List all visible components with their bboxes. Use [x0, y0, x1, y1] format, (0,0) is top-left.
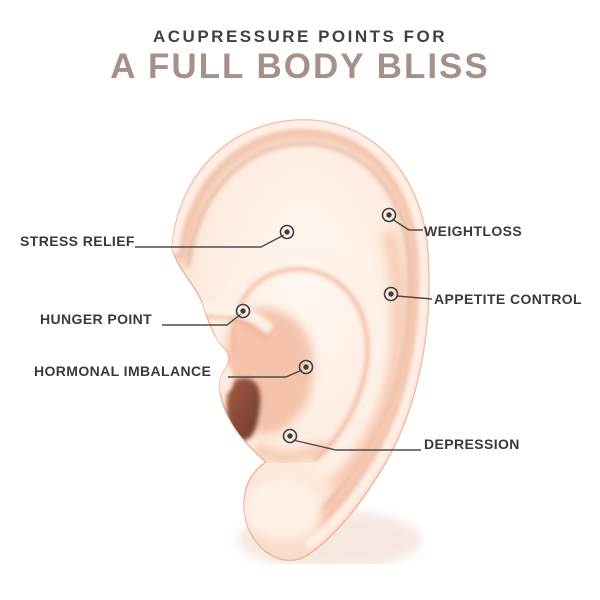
ear-shading	[172, 119, 429, 550]
label-hunger-point: HUNGER POINT	[40, 311, 153, 327]
label-hormonal-imbalance: HORMONAL IMBALANCE	[34, 363, 212, 379]
page-subtitle: A FULL BODY BLISS	[110, 47, 490, 86]
point-marker-hunger-point	[235, 303, 251, 319]
point-marker-appetite-control	[383, 286, 399, 302]
callout-line-depression	[292, 439, 421, 451]
label-depression: DEPRESSION	[424, 436, 520, 452]
callout-line-hormonal-imbalance	[228, 369, 303, 378]
point-marker-hormonal-imbalance	[298, 359, 314, 375]
point-marker-depression	[282, 428, 298, 444]
point-marker-weightloss	[381, 207, 397, 223]
callout-line-appetite-control	[396, 295, 433, 300]
ear-illustration	[171, 119, 430, 564]
callout-line-stress-relief	[135, 234, 285, 248]
ear-canal	[226, 378, 261, 441]
label-stress-relief: STRESS RELIEF	[20, 233, 135, 249]
page-title: ACUPRESSURE POINTS FOR	[153, 27, 447, 46]
point-marker-stress-relief	[279, 224, 295, 240]
callout-line-hunger-point	[162, 313, 242, 326]
label-weightloss: WEIGHTLOSS	[424, 223, 523, 239]
callout-line-weightloss	[391, 218, 423, 231]
label-appetite-control: APPETITE CONTROL	[434, 291, 582, 307]
